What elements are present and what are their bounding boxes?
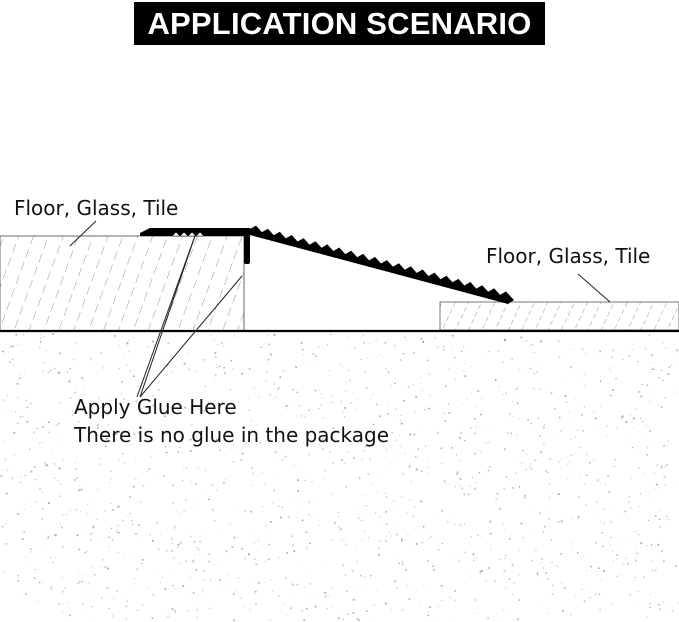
leader-left-surface [69, 220, 97, 247]
title-banner: APPLICATION SCENARIO [134, 2, 545, 45]
leader-lines [69, 220, 611, 398]
profile-top-flange [140, 228, 250, 236]
leader-glue-top2 [139, 232, 197, 398]
left-floor-block [0, 235, 245, 332]
leader-glue-side [139, 275, 243, 398]
right-surface-label: Floor, Glass, Tile [486, 244, 651, 268]
subfloor [0, 331, 679, 622]
profile-ramp [250, 225, 514, 304]
leader-right-surface [577, 273, 611, 303]
right-floor-strip [439, 301, 679, 331]
glue-instruction-label: Apply Glue Here [74, 395, 237, 419]
left-surface-label: Floor, Glass, Tile [14, 196, 179, 220]
profile-vertical-leg [244, 232, 250, 264]
profile-grip-teeth [171, 231, 205, 237]
glue-note-label: There is no glue in the package [74, 423, 390, 447]
subfloor-texture [0, 333, 679, 622]
page-title: APPLICATION SCENARIO [147, 5, 532, 41]
